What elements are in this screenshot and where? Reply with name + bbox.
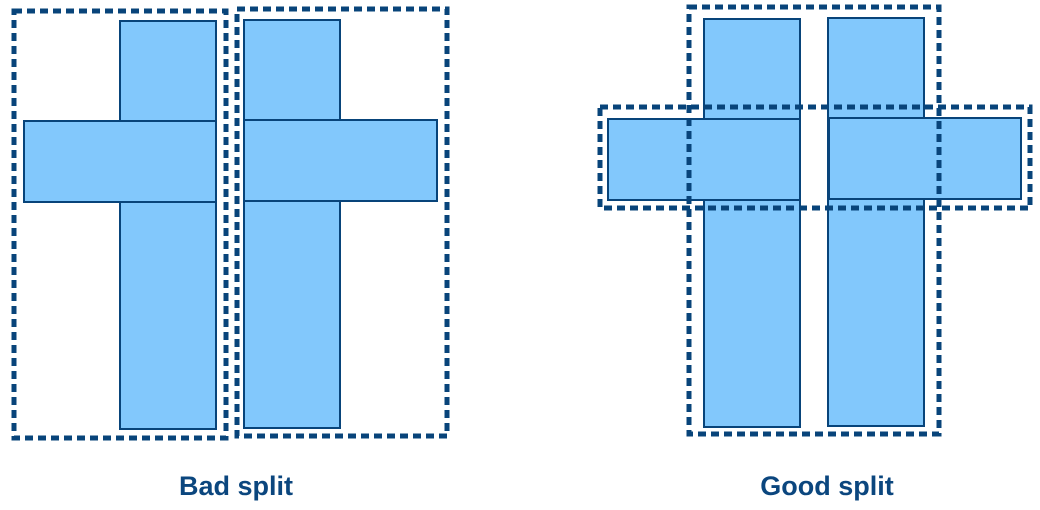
bad-left-vertical-bar: [119, 20, 217, 430]
bad-right-bounding-box: [234, 6, 450, 439]
good-right-vertical-bar: [827, 17, 925, 427]
bad-left-bounding-box: [11, 8, 229, 441]
good-vertical-bounding-box: [686, 4, 942, 437]
bad-right-vertical-bar: [243, 19, 341, 429]
good-split-caption: Good split: [760, 471, 894, 501]
bad-left-horizontal-bar: [23, 120, 217, 203]
good-right-horizontal-bar: [828, 117, 1022, 200]
good-left-horizontal-bar: [607, 118, 801, 201]
good-left-vertical-bar: [703, 18, 801, 428]
bad-split-example: [11, 6, 450, 441]
bad-right-horizontal-bar: [243, 119, 438, 202]
good-horizontal-bounding-box: [597, 104, 1033, 211]
bad-split-caption: Bad split: [178, 471, 293, 501]
good-split-example: [597, 4, 1033, 437]
